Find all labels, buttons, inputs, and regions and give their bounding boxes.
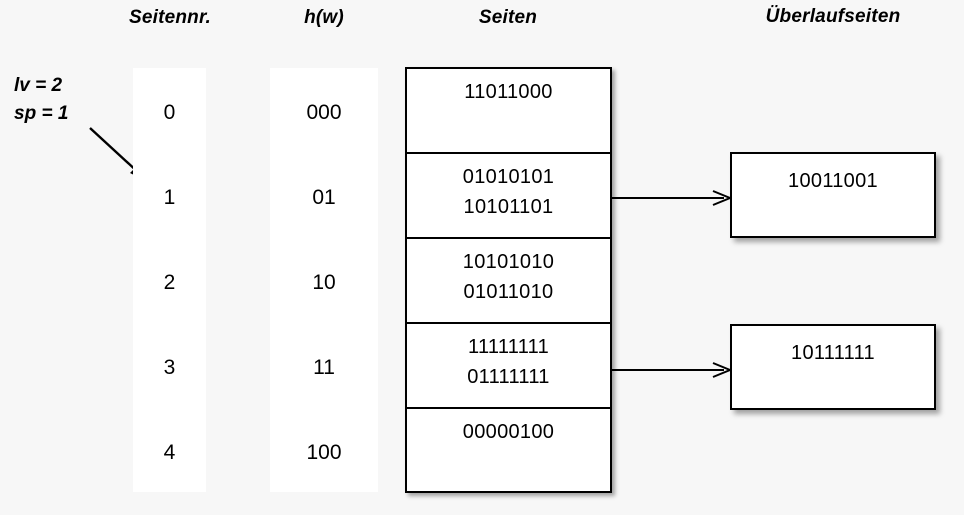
page-number-cell: 4 — [163, 441, 176, 464]
page-entry: 01111111 — [467, 366, 550, 388]
overflow-connector-arrow-icon — [610, 362, 733, 378]
page-row: 11011000 — [407, 69, 610, 154]
page-entry: 01011010 — [463, 281, 554, 303]
overflow-page-box: 10111111 — [730, 324, 936, 410]
parameter-sp: sp = 1 — [14, 103, 69, 124]
page-entry: 10101101 — [463, 196, 554, 218]
page-row: 10101010 01011010 — [407, 239, 610, 324]
page-row: 00000100 — [407, 409, 610, 490]
hash-value-cell: 100 — [306, 441, 342, 464]
page-entry: 00000100 — [462, 421, 555, 443]
parameter-block: lv = 2 sp = 1 — [14, 72, 68, 128]
page-number-column — [133, 68, 206, 492]
page-row: 11111111 01111111 — [407, 324, 610, 409]
page-number-cell: 2 — [163, 271, 176, 294]
parameter-lv: lv = 2 — [14, 75, 63, 96]
page-entry: 11111111 — [468, 336, 549, 358]
hash-value-cell: 01 — [312, 186, 336, 209]
overflow-page-box: 10011001 — [730, 152, 936, 238]
overflow-page-entry: 10011001 — [788, 170, 878, 192]
page-number-cell: 0 — [163, 101, 176, 124]
page-number-cell: 3 — [163, 356, 176, 379]
hash-value-column — [270, 68, 378, 492]
column-header-hw: h(w) — [304, 7, 344, 28]
overflow-connector-arrow-icon — [610, 190, 733, 206]
page-number-cell: 1 — [163, 186, 176, 209]
column-header-seiten: Seiten — [478, 7, 538, 28]
page-entry: 01010101 — [462, 166, 555, 188]
pages-container: 11011000 01010101 10101101 10101010 0101… — [405, 67, 612, 493]
page-entry: 10101010 — [462, 251, 555, 273]
page-row: 01010101 10101101 — [407, 154, 610, 239]
column-header-ueberlaufseiten: Überlaufseiten — [765, 6, 901, 27]
overflow-page-entry: 10111111 — [791, 342, 875, 364]
column-header-seitennr: Seitennr. — [128, 7, 212, 28]
hash-value-cell: 11 — [313, 356, 335, 379]
hash-value-cell: 10 — [312, 271, 336, 294]
page-entry: 11011000 — [464, 81, 553, 103]
hash-value-cell: 000 — [306, 101, 342, 124]
